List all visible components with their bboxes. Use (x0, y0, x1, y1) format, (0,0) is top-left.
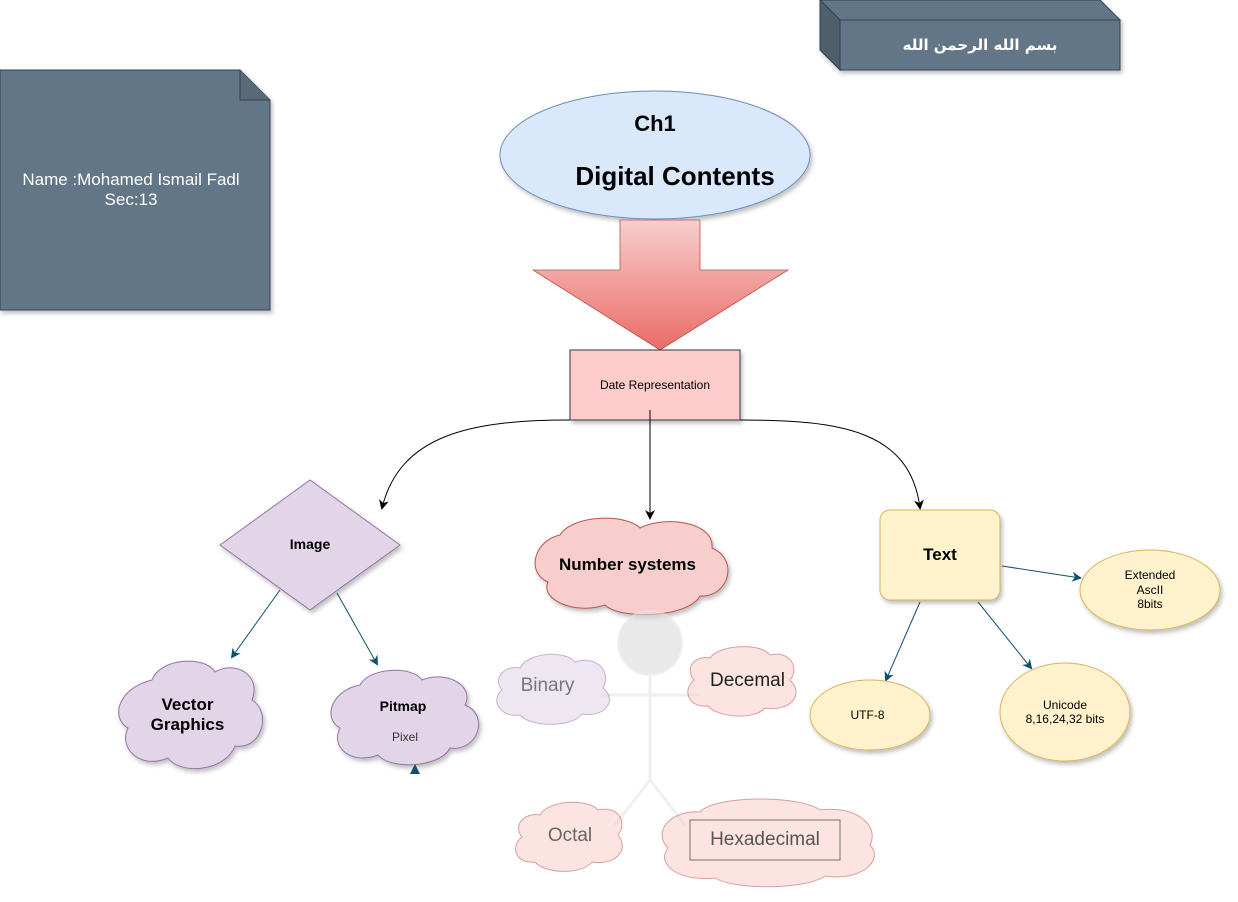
hexadecimal-label: Hexadecimal (710, 828, 820, 850)
down-arrow (531, 219, 790, 351)
utf8-label: UTF-8 (850, 707, 885, 722)
image-diamond (219, 479, 401, 611)
bismillah-box (819, 0, 1122, 72)
numbers-label: Number systems (558, 554, 696, 574)
image-label: Image (289, 535, 331, 552)
connector-to-image (379, 419, 571, 510)
octal-cloud (515, 801, 623, 872)
decemal-label: Decemal (710, 669, 785, 691)
vector-cloud (118, 660, 263, 770)
hexadecimal-cloud (661, 798, 875, 888)
unicode-line1: Unicode (1042, 697, 1088, 712)
arrow-text-unicode (977, 601, 1033, 670)
pitmap-cloud (330, 669, 480, 766)
pitmap-title: Pitmap (379, 698, 427, 714)
unicode-label: Unicode 8,16,24,32 bits (1005, 692, 1125, 732)
utf8-ellipse (809, 679, 931, 751)
student-section: Sec:13 (104, 190, 158, 209)
numbers-cloud (534, 517, 729, 616)
vector-line1: Vector (161, 694, 214, 714)
extended-line1: Extended (1124, 568, 1176, 583)
student-note-box (0, 69, 271, 311)
octal-label: Octal (547, 824, 593, 846)
bismillah-label: بسم الله الرحمن الله (902, 36, 1058, 54)
topic-label: Digital Contents (575, 161, 775, 191)
connector-to-text (739, 419, 924, 510)
arrow-image-vector (230, 589, 281, 659)
pitmap-sub: Pixel (391, 730, 418, 744)
hexadecimal-box (689, 819, 841, 861)
arrow-text-extended (1001, 565, 1082, 582)
binary-label: Binary (520, 674, 575, 696)
title-ellipse (499, 90, 811, 220)
student-note-text: Name :Mohamed Ismail Fadl Sec:13 (0, 70, 262, 310)
vector-line2: Graphics (150, 715, 225, 734)
arrow-image-pitmap (336, 592, 378, 666)
extended-line3: 8bits (1137, 597, 1163, 612)
pitmap-small-arrow (410, 764, 420, 774)
extended-ellipse (1079, 549, 1221, 631)
text-box (879, 509, 1001, 601)
student-name: Name :Mohamed Ismail Fadl (22, 169, 240, 189)
root-box (569, 349, 741, 421)
unicode-ellipse (999, 662, 1131, 762)
unicode-line2: 8,16,24,32 bits (1025, 712, 1105, 726)
extended-label: Extended AscII 8bits (1090, 565, 1210, 615)
root-label: Date Representation (599, 377, 711, 392)
arrow-text-utf8 (884, 601, 921, 682)
decemal-cloud (687, 646, 797, 717)
binary-cloud (496, 653, 610, 725)
extended-line2: AscII (1136, 582, 1164, 597)
vector-label: Vector Graphics (125, 690, 250, 740)
chapter-label: Ch1 (634, 111, 676, 136)
text-label: Text (923, 544, 957, 564)
stick-figure (600, 610, 700, 826)
bismillah-text: بسم الله الرحمن الله (840, 20, 1120, 70)
